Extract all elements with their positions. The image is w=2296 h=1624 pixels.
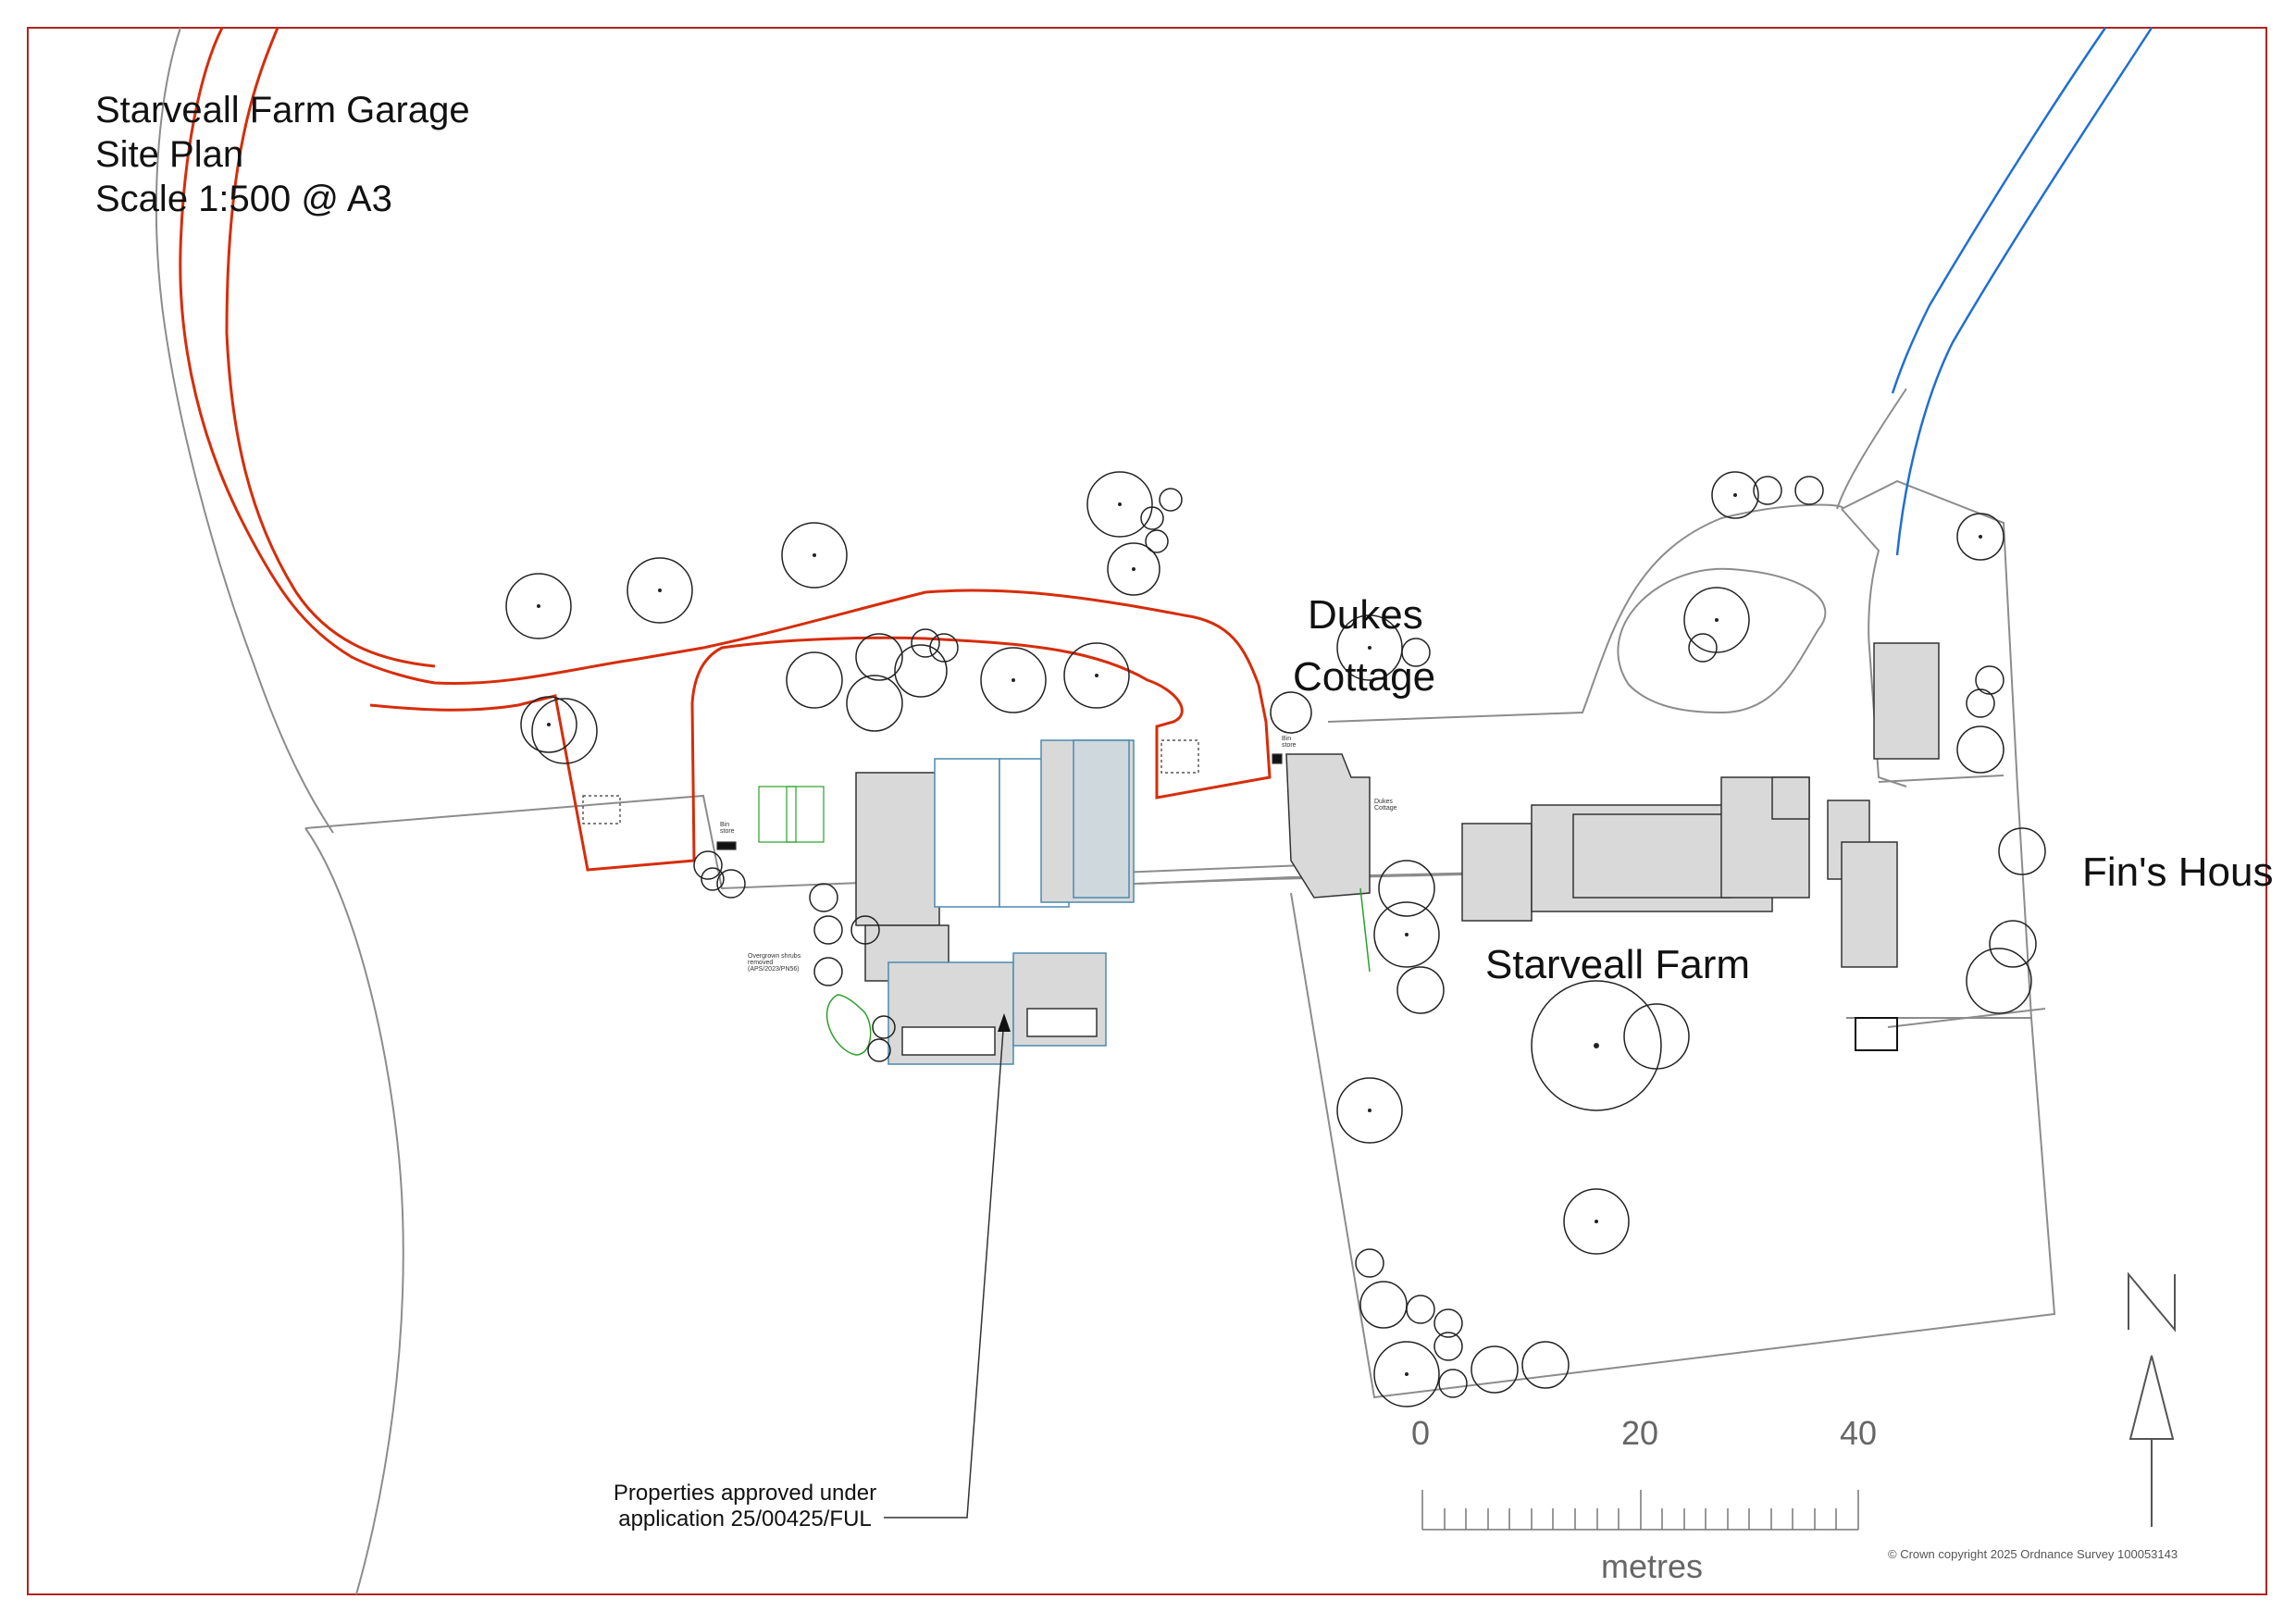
sheet-border <box>27 27 2267 1595</box>
scale-tick-0: 0 <box>1411 1414 1431 1452</box>
scale-bar <box>1421 1490 1859 1531</box>
existing-buildings <box>855 642 1940 982</box>
annotation-line-2: application 25/00425/FUL <box>618 1506 872 1531</box>
label-starveall-farm: Starveall Farm <box>1485 942 1751 987</box>
label-small-dukes-cottage: Dukes Cottage <box>1374 799 1397 812</box>
north-arrow-icon <box>2128 1272 2176 1527</box>
label-shrubs-note: Overgrown shrubs removed (APS/2023/PN56) <box>748 953 801 973</box>
scale-tick-40: 40 <box>1840 1414 1878 1452</box>
trees <box>505 471 2046 1407</box>
approved-properties <box>887 739 1135 1065</box>
application-boundary <box>179 27 1272 872</box>
copyright-notice: © Crown copyright 2025 Ordnance Survey 1… <box>1888 1547 2178 1561</box>
north-arrow-head <box>2128 1355 2175 1440</box>
watercourse-lines <box>1891 27 2153 556</box>
vegetation-green <box>825 887 1371 1056</box>
label-dukes: Dukes <box>1308 592 1423 638</box>
label-bin-store-2: Bin store <box>1282 736 1297 749</box>
annotation-leader <box>884 1013 1011 1519</box>
approval-annotation: Properties approved under application 25… <box>555 1481 935 1532</box>
title-line-3: Scale 1:500 @ A3 <box>95 179 392 219</box>
title-line-1: Starveall Farm Garage <box>95 90 470 130</box>
label-fins-house: Fin's Hous <box>2082 849 2274 895</box>
north-letter-n <box>2128 1272 2176 1333</box>
tree-centres <box>537 493 1982 1376</box>
title-block: Starveall Farm Garage Site Plan Scale 1:… <box>95 88 470 221</box>
label-bin-store-1: Bin store <box>720 822 735 835</box>
title-line-2: Site Plan <box>95 134 244 175</box>
scale-tick-20: 20 <box>1621 1414 1659 1452</box>
scale-unit-label: metres <box>1601 1547 1704 1585</box>
label-cottage: Cottage <box>1293 654 1436 700</box>
site-fixtures <box>582 739 1898 1051</box>
annotation-line-1: Properties approved under <box>613 1481 877 1506</box>
